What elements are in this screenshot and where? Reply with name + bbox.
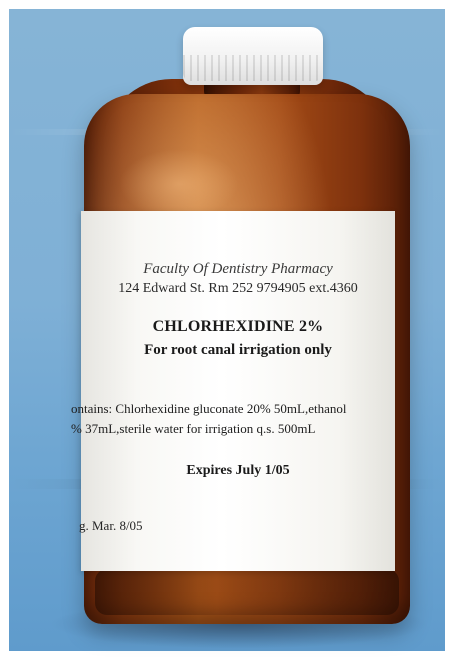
contents-line-2: % 37mL,sterile water for irrigation q.s.… — [71, 421, 316, 436]
contents-line-1: ontains: Chlorhexidine gluconate 20% 50m… — [71, 401, 347, 416]
bottle-highlight — [119, 149, 239, 219]
pharmacy-address: 124 Edward St. Rm 252 9794905 ext.4360 — [118, 281, 358, 296]
preparation-date: g. Mar. 8/05 — [79, 518, 143, 533]
bottle-bottom — [95, 569, 399, 615]
drug-name: CHLORHEXIDINE 2% — [152, 318, 324, 335]
bottle-label: Faculty Of Dentistry Pharmacy 124 Edward… — [71, 211, 395, 571]
bottle-cap — [183, 27, 323, 85]
pharmacy-name: Faculty Of Dentistry Pharmacy — [143, 261, 333, 277]
expiry-date: Expires July 1/05 — [186, 463, 290, 478]
cap-ridges — [183, 55, 323, 81]
usage-instructions: For root canal irrigation only — [144, 342, 332, 358]
bottle-photo: Faculty Of Dentistry Pharmacy 124 Edward… — [9, 9, 445, 651]
